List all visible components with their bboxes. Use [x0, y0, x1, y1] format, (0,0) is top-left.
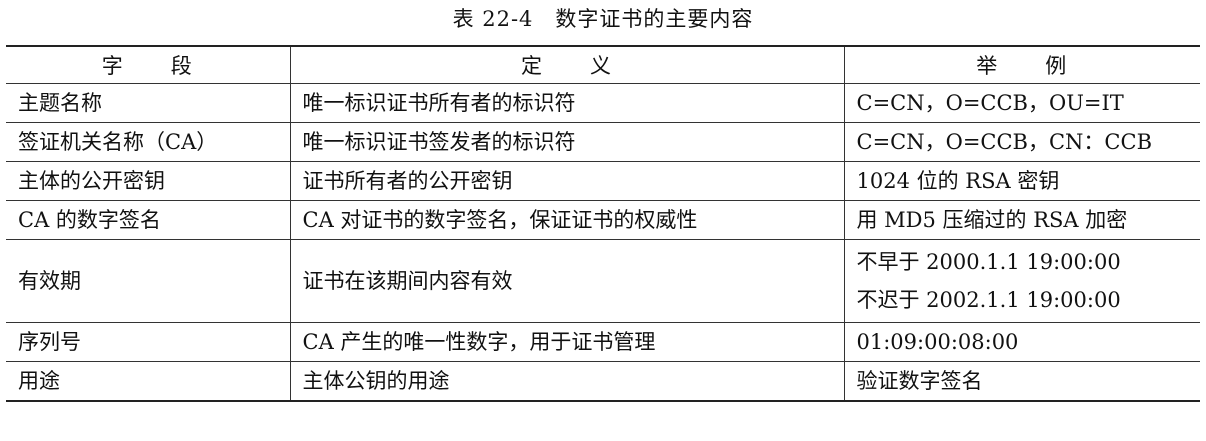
definition-cell: CA 产生的唯一性数字，用于证书管理 [289, 322, 845, 362]
definition-cell: 证书所有者的公开密钥 [289, 161, 845, 201]
field-cell: 用途 [6, 361, 291, 402]
table-row: 用途 主体公钥的用途 验证数字签名 [6, 361, 1200, 402]
example-cell: 1024 位的 RSA 密钥 [843, 161, 1200, 201]
field-cell: 有效期 [6, 239, 291, 323]
table-row: 主题名称 唯一标识证书所有者的标识符 C=CN，O=CCB，OU=IT [6, 83, 1200, 123]
table-caption: 表 22-4 数字证书的主要内容 [452, 7, 754, 31]
definition-cell: 证书在该期间内容有效 [289, 239, 845, 323]
header-example: 举 例 [843, 45, 1200, 84]
certificate-content-table: 字 段 定 义 举 例 主题名称 唯一标识证书所有者的标识符 C=CN，O=CC… [6, 45, 1200, 402]
table-row: 有效期 证书在该期间内容有效 不早于 2000.1.1 19:00:00 不迟于… [6, 239, 1200, 323]
example-cell: 不早于 2000.1.1 19:00:00 不迟于 2002.1.1 19:00… [843, 239, 1200, 323]
example-cell: 01:09:00:08:00 [843, 322, 1200, 362]
definition-cell: CA 对证书的数字签名，保证证书的权威性 [289, 200, 845, 240]
table-row: 主体的公开密钥 证书所有者的公开密钥 1024 位的 RSA 密钥 [6, 161, 1200, 201]
definition-cell: 唯一标识证书签发者的标识符 [289, 122, 845, 162]
field-cell: 主体的公开密钥 [6, 161, 291, 201]
table-row: 签证机关名称（CA） 唯一标识证书签发者的标识符 C=CN，O=CCB，CN：C… [6, 122, 1200, 162]
table-row: CA 的数字签名 CA 对证书的数字签名，保证证书的权威性 用 MD5 压缩过的… [6, 200, 1200, 240]
definition-cell: 主体公钥的用途 [289, 361, 845, 402]
example-cell: 用 MD5 压缩过的 RSA 加密 [843, 200, 1200, 240]
header-definition: 定 义 [289, 45, 845, 84]
table-header-row: 字 段 定 义 举 例 [6, 45, 1200, 84]
example-cell: C=CN，O=CCB，CN：CCB [843, 122, 1200, 162]
example-cell: 验证数字签名 [843, 361, 1200, 402]
header-field: 字 段 [6, 45, 291, 84]
field-cell: 主题名称 [6, 83, 291, 123]
field-cell: CA 的数字签名 [6, 200, 291, 240]
table-row: 序列号 CA 产生的唯一性数字，用于证书管理 01:09:00:08:00 [6, 322, 1200, 362]
field-cell: 序列号 [6, 322, 291, 362]
definition-cell: 唯一标识证书所有者的标识符 [289, 83, 845, 123]
example-line: 不早于 2000.1.1 19:00:00 [856, 250, 1121, 274]
example-cell: C=CN，O=CCB，OU=IT [843, 83, 1200, 123]
example-line: 不迟于 2002.1.1 19:00:00 [856, 288, 1121, 312]
field-cell: 签证机关名称（CA） [6, 122, 291, 162]
